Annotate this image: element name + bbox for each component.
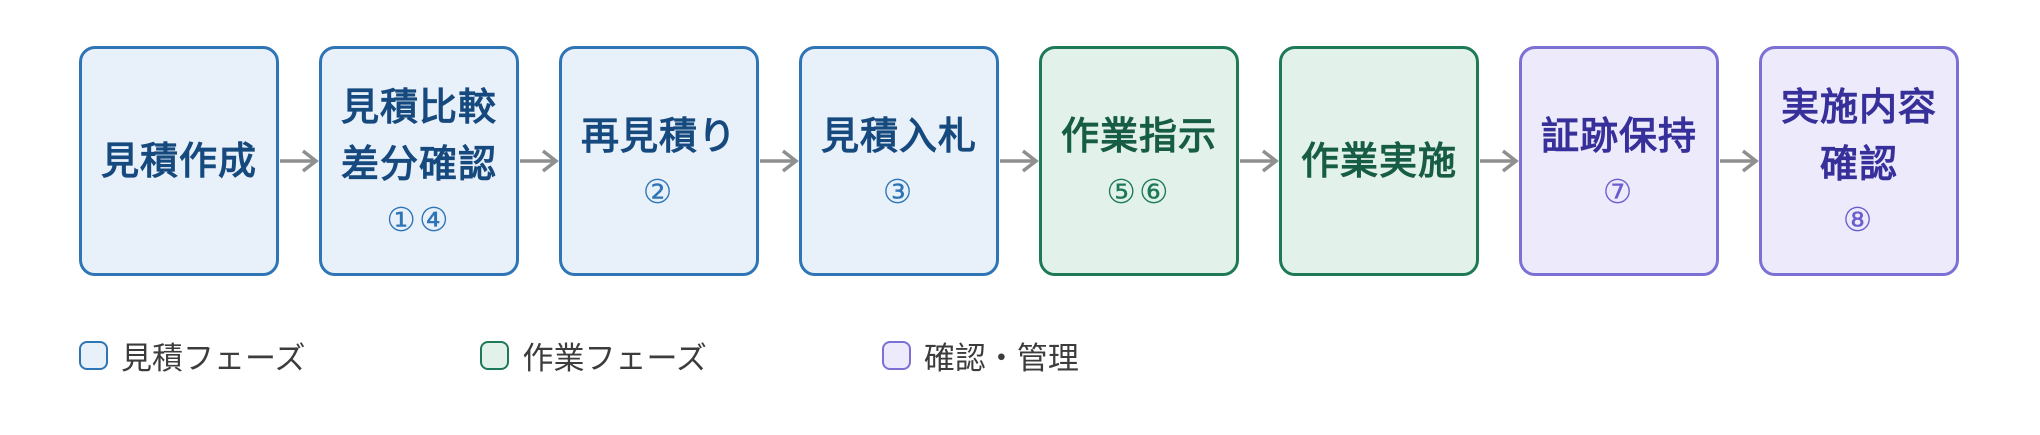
step-label: 見積作成 [100, 138, 257, 183]
step-numbers: ⑦ [1602, 171, 1636, 211]
legend-item-confirm-manage: 確認・管理 [881, 333, 1079, 378]
step-label-line2: 確認 [1819, 142, 1898, 186]
step-numbers: ③ [882, 171, 916, 211]
flow-arrow-icon [1479, 46, 1519, 276]
step-label: 実施内容 [1780, 85, 1937, 129]
step-work-instruction: 作業指示 ⑤⑥ [1039, 46, 1239, 276]
flow-arrow-icon [279, 46, 319, 276]
step-evidence-retention: 証跡保持 ⑦ [1519, 46, 1719, 276]
step-label: 証跡保持 [1540, 113, 1697, 158]
legend: 見積フェーズ 作業フェーズ 確認・管理 [79, 333, 1079, 378]
step-numbers: ⑧ [1842, 200, 1876, 239]
flow-row: 見積作成 見積比較 差分確認 ①④ 再見積り ② 見積入札 ③ [79, 46, 1959, 276]
flow-arrow-icon [1719, 46, 1759, 276]
flow-arrow-icon [999, 46, 1039, 276]
step-re-estimate: 再見積り ② [559, 46, 759, 276]
step-estimate-bid: 見積入札 ③ [799, 46, 999, 276]
legend-item-work-phase: 作業フェーズ [480, 333, 707, 378]
step-estimate-comparison: 見積比較 差分確認 ①④ [319, 46, 519, 276]
legend-item-estimate-phase: 見積フェーズ [79, 333, 305, 378]
step-label: 再見積り [580, 113, 737, 158]
flow-arrow-icon [759, 46, 799, 276]
step-label: 作業指示 [1060, 113, 1217, 158]
legend-label: 確認・管理 [923, 341, 1079, 377]
legend-swatch-work [480, 341, 510, 370]
flow-arrow-icon [519, 46, 559, 276]
step-label: 見積入札 [820, 113, 977, 158]
step-work-execution: 作業実施 [1279, 46, 1479, 276]
step-label-line2: 差分確認 [340, 142, 497, 186]
flow-arrow-icon [1239, 46, 1279, 276]
step-label: 作業実施 [1300, 138, 1457, 183]
step-label: 見積比較 [340, 85, 497, 129]
step-numbers: ①④ [386, 200, 452, 239]
step-numbers: ② [642, 171, 676, 211]
legend-swatch-confirm [881, 341, 911, 370]
step-implementation-confirmation: 実施内容 確認 ⑧ [1759, 46, 1959, 276]
legend-swatch-estimate [79, 341, 108, 370]
step-estimate-creation: 見積作成 [79, 46, 279, 276]
legend-label: 見積フェーズ [121, 341, 306, 377]
step-numbers: ⑤⑥ [1106, 171, 1172, 211]
legend-label: 作業フェーズ [522, 341, 707, 377]
